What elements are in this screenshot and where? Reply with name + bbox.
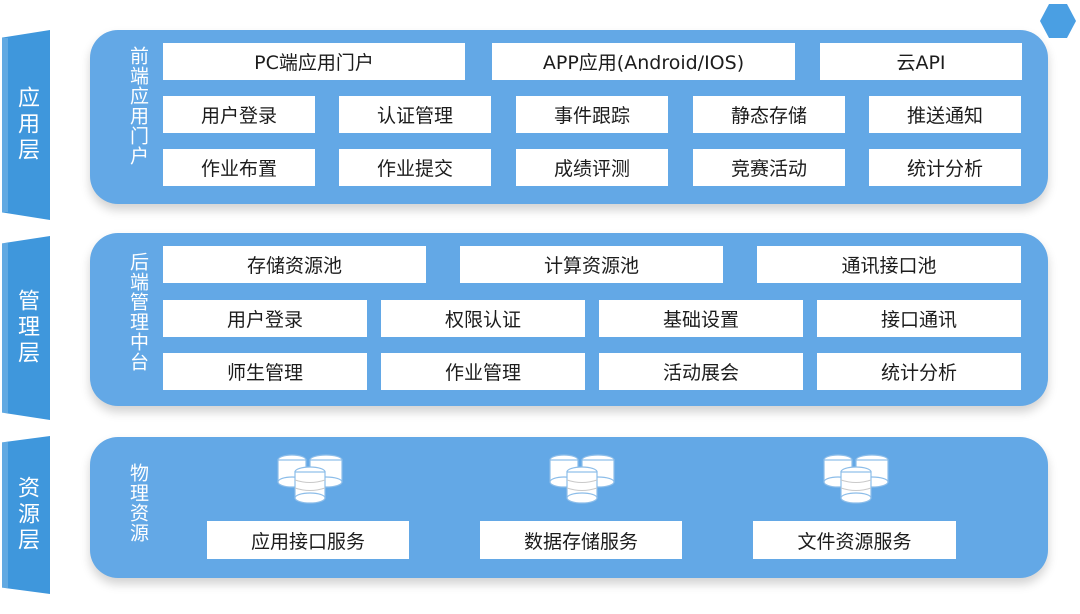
- tab-resource-layer: 资源层: [2, 436, 50, 594]
- resource-layer-label: 物理资源: [127, 463, 149, 543]
- database-icon: [277, 454, 343, 504]
- service-box-3: 文件资源服务: [753, 521, 956, 559]
- hexagon-icon: [1040, 4, 1076, 38]
- tab-management-layer: 管理层: [2, 236, 50, 420]
- app-row3-box-2: 作业提交: [339, 149, 491, 186]
- service-box-1: 应用接口服务: [207, 521, 409, 559]
- tab-resource-label: 资源层: [14, 476, 39, 554]
- mgmt-row1-box-3: 通讯接口池: [757, 246, 1021, 283]
- mgmt-row1-box-2: 计算资源池: [460, 246, 723, 283]
- mgmt-row1-box-1: 存储资源池: [163, 246, 426, 283]
- mgmt-row3-box-4: 统计分析: [817, 353, 1021, 390]
- tab-application-label: 应用层: [14, 86, 39, 164]
- mgmt-row2-box-3: 基础设置: [599, 300, 803, 337]
- mgmt-row3-box-1: 师生管理: [163, 353, 367, 390]
- app-row2-box-5: 推送通知: [869, 96, 1021, 133]
- mgmt-row2-box-4: 接口通讯: [817, 300, 1021, 337]
- app-row1-box-3: 云API: [820, 43, 1022, 80]
- database-icon: [823, 454, 889, 504]
- application-layer-label: 前端应用门户: [127, 46, 149, 166]
- app-row1-box-2: APP应用(Android/IOS): [492, 43, 795, 80]
- app-row3-box-5: 统计分析: [869, 149, 1021, 186]
- app-row3-box-4: 竞赛活动: [693, 149, 845, 186]
- app-row2-box-4: 静态存储: [693, 96, 845, 133]
- database-icon: [549, 454, 615, 504]
- management-layer-label: 后端管理中台: [127, 252, 149, 372]
- app-row3-box-3: 成绩评测: [516, 149, 668, 186]
- mgmt-row3-box-3: 活动展会: [599, 353, 803, 390]
- mgmt-row3-box-2: 作业管理: [381, 353, 585, 390]
- mgmt-row2-box-2: 权限认证: [381, 300, 585, 337]
- mgmt-row2-box-1: 用户登录: [163, 300, 367, 337]
- app-row2-box-3: 事件跟踪: [516, 96, 668, 133]
- service-box-2: 数据存储服务: [480, 521, 682, 559]
- tab-application-layer: 应用层: [2, 30, 50, 220]
- app-row2-box-2: 认证管理: [339, 96, 491, 133]
- app-row2-box-1: 用户登录: [163, 96, 315, 133]
- app-row3-box-1: 作业布置: [163, 149, 315, 186]
- tab-management-label: 管理层: [14, 289, 39, 367]
- app-row1-box-1: PC端应用门户: [163, 43, 465, 80]
